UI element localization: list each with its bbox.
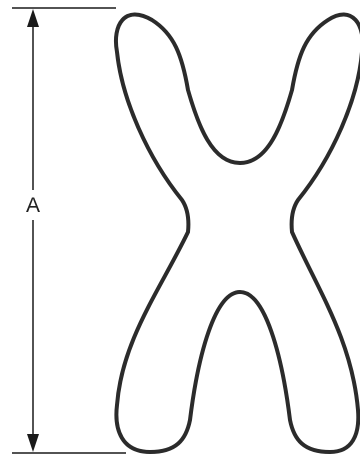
chromosome-outline [116, 14, 360, 452]
top-arrowhead [27, 9, 39, 27]
dimension-label: A [26, 194, 40, 217]
bottom-arrowhead [27, 434, 39, 452]
